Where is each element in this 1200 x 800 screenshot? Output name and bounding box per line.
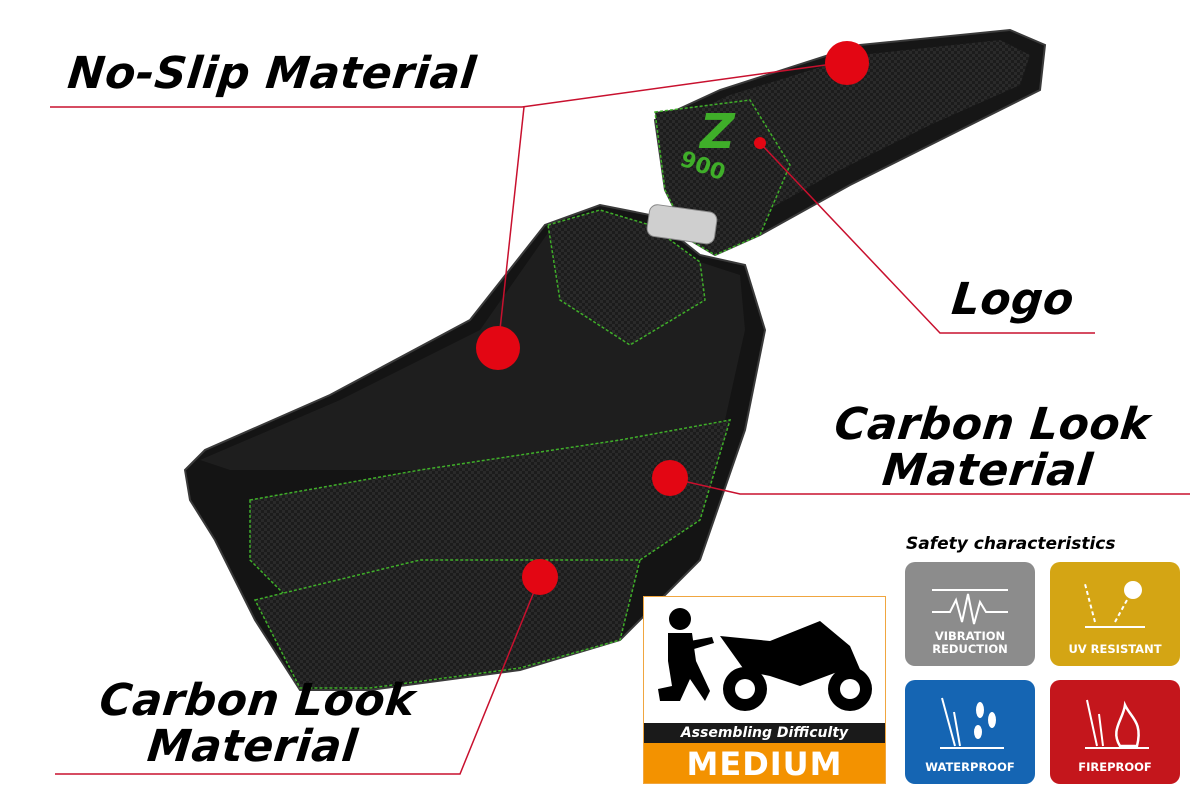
dot-no-slip-rider — [476, 326, 520, 370]
tile-uv-resistant: UV RESISTANT — [1050, 562, 1180, 666]
side-carbon-panel — [249, 419, 732, 601]
center-panel — [547, 209, 706, 346]
dot-carbon-left — [522, 559, 558, 595]
callout-no-slip-material: No-Slip Material — [65, 48, 479, 99]
callout-logo: Logo — [949, 274, 1077, 325]
callout-carbon-look-right: Carbon Look Material — [795, 399, 1185, 496]
callout-dots — [476, 41, 869, 595]
callout-line2: Material — [145, 721, 361, 772]
dot-no-slip-pillion — [825, 41, 869, 85]
sun-uv-icon — [1084, 581, 1145, 628]
tile-fireproof: FIREPROOF — [1050, 680, 1180, 784]
callout-line2: Material — [880, 445, 1096, 496]
dot-carbon-right — [652, 460, 688, 496]
tile-label: VIBRATION — [934, 629, 1006, 643]
seat-logo-letter: Z — [698, 104, 736, 160]
vibration-icon — [932, 589, 1008, 625]
assembly-label: Assembling Difficulty — [644, 723, 885, 743]
flame-icon — [1085, 699, 1149, 749]
safety-title: Safety characteristics — [906, 534, 1116, 554]
mechanic-motorcycle-icon — [658, 608, 872, 711]
assembly-level: MEDIUM — [644, 743, 885, 783]
water-drops-icon — [940, 697, 1004, 749]
tile-label: FIREPROOF — [1078, 760, 1152, 774]
tile-waterproof: WATERPROOF — [905, 680, 1035, 784]
dot-logo — [754, 137, 766, 149]
assembly-difficulty-badge: Assembling Difficulty MEDIUM — [643, 596, 886, 784]
tile-label-2: REDUCTION — [932, 642, 1008, 656]
callout-carbon-look-left: Carbon Look Material — [55, 675, 455, 772]
tile-label: WATERPROOF — [925, 760, 1015, 774]
callout-line1: Carbon Look — [832, 399, 1153, 450]
tank-badge — [646, 204, 718, 245]
callout-line1: Carbon Look — [97, 675, 418, 726]
callout-lines — [50, 62, 1190, 775]
tile-label: UV RESISTANT — [1068, 642, 1162, 656]
